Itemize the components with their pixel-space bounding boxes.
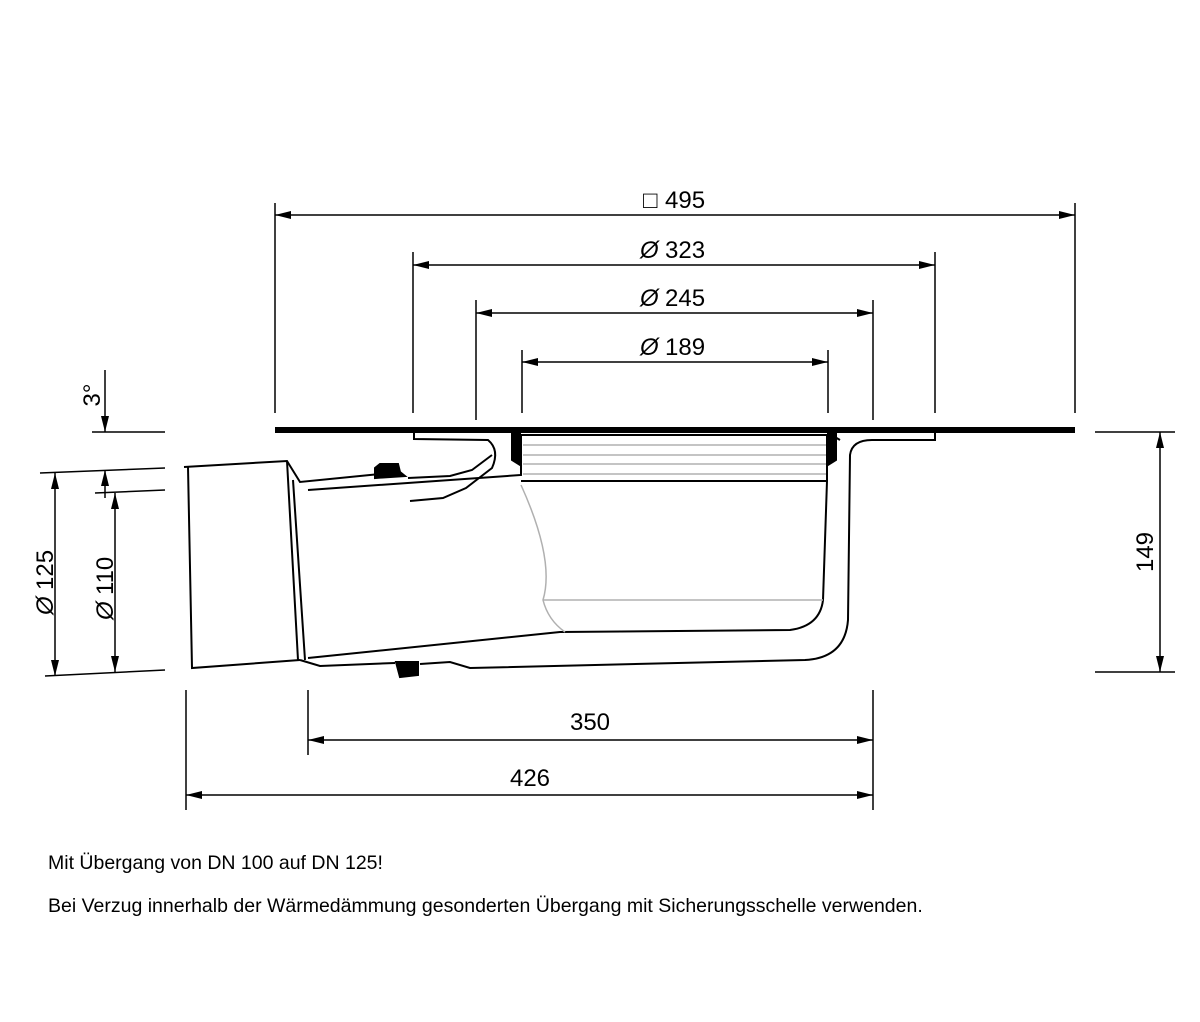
label-125: Ø 125 xyxy=(32,550,59,616)
label-149: 149 xyxy=(1132,532,1159,572)
square-symbol: □ xyxy=(643,187,658,214)
label-323: Ø 323 xyxy=(639,237,705,264)
label-350: 350 xyxy=(570,709,610,736)
flange-plate xyxy=(275,427,1075,433)
note-insulation: Bei Verzug innerhalb der Wärmedämmung ge… xyxy=(48,895,923,917)
diameter-symbol: Ø xyxy=(639,334,660,361)
svg-text:323: 323 xyxy=(665,237,705,264)
drain-body xyxy=(183,427,1075,679)
svg-text:125: 125 xyxy=(32,550,59,590)
svg-text:189: 189 xyxy=(665,334,705,361)
diameter-symbol: Ø xyxy=(639,237,660,264)
label-495: □ 495 xyxy=(643,187,705,214)
label-110: Ø 110 xyxy=(92,557,119,621)
gasket xyxy=(394,661,419,679)
svg-text:Ø: Ø xyxy=(32,595,59,616)
note-transition: Mit Übergang von DN 100 auf DN 125! xyxy=(48,852,383,874)
label-189: Ø 189 xyxy=(639,334,705,361)
label-angle: 3° xyxy=(79,384,106,407)
svg-text:245: 245 xyxy=(665,285,705,312)
diameter-symbol: Ø xyxy=(639,285,660,312)
grate-seal xyxy=(511,432,837,467)
label-426: 426 xyxy=(510,765,550,792)
gasket xyxy=(374,463,408,480)
svg-text:110: 110 xyxy=(92,557,119,595)
label-245: Ø 245 xyxy=(639,285,705,312)
svg-text:495: 495 xyxy=(665,187,705,214)
svg-text:Ø: Ø xyxy=(92,600,119,621)
